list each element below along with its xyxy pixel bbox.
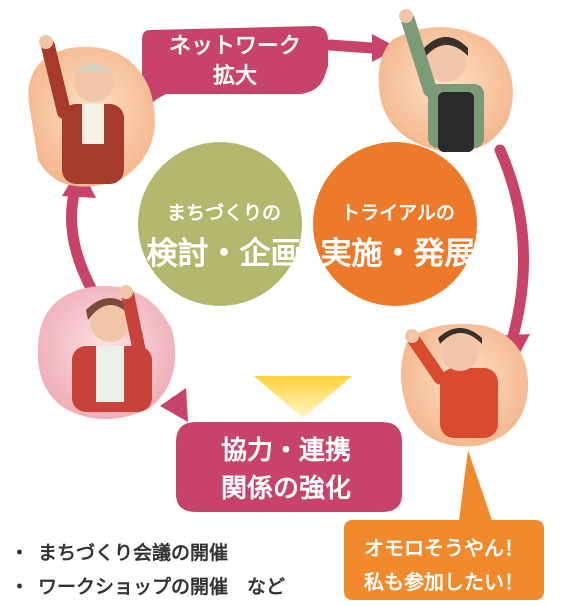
arc-top-right [324, 39, 378, 54]
circle-trial-large: 実施・発展 [320, 236, 476, 272]
bullet-list: ・まちづくり会議の開催 ・ワークショップの開催 など [10, 538, 285, 606]
callout-pointer [458, 450, 496, 532]
person-bottom-right [401, 323, 529, 447]
arrowhead-top [372, 34, 398, 62]
circle-planning-large: 検討・企画 [146, 236, 302, 272]
arc-right [494, 144, 530, 346]
person-top-right [378, 9, 513, 152]
banner-bottom-line1: 協力・連携 [220, 436, 351, 466]
circle-planning-small: まちづくりの [166, 202, 281, 224]
bullet-text: まちづくり会議の開催 [38, 542, 229, 564]
banner-bottom-line2: 関係の強化 [220, 474, 351, 504]
bullet-item: ・まちづくり会議の開催 [10, 538, 285, 572]
circle-planning [138, 142, 302, 306]
banner-top-line1: ネットワーク [168, 34, 301, 59]
arrowhead-bottom [160, 388, 188, 422]
bullet-mark: ・ [10, 542, 30, 564]
banner-cooperation: 協力・連携 関係の強化 [170, 424, 402, 512]
circle-trial-small: トライアルの [341, 202, 455, 224]
bullet-item: ・ワークショップの開催 など [10, 572, 285, 606]
person-bottom-left [37, 285, 176, 419]
top-banner-shape [142, 26, 328, 94]
bottom-banner-shape [176, 422, 402, 512]
callout-box [344, 520, 544, 600]
bullet-mark: ・ [10, 576, 30, 598]
person-top-left [28, 35, 155, 187]
banner-network-expansion: ネットワーク 拡大 [142, 24, 328, 92]
callout-line2: 私も参加したい！ [364, 570, 524, 594]
banner-top-line2: 拡大 [212, 64, 257, 89]
bullet-text: ワークショップの開催 など [38, 576, 286, 598]
down-arrow [254, 376, 352, 418]
circle-trial [313, 142, 477, 306]
callout-line1: オモロそうやん！ [364, 536, 524, 560]
